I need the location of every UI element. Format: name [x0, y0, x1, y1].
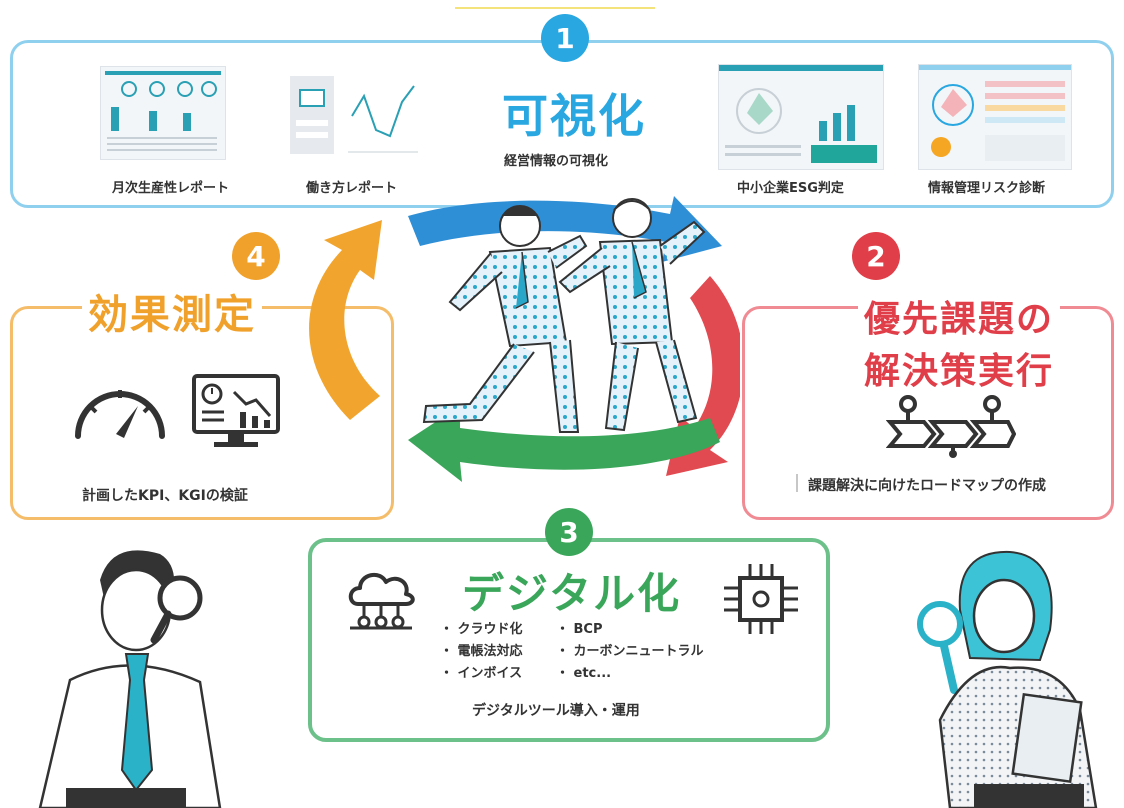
report-thumbnail-risk [918, 64, 1072, 170]
step-3-caption: デジタルツール導入・運用 [472, 703, 640, 719]
cloud-network-icon [348, 572, 415, 630]
report-label-workstyle: 働き方レポート [306, 181, 398, 196]
bullet-cloud: ・ クラウド化 [440, 622, 523, 637]
step-4-title: 効果測定 [82, 282, 262, 340]
report-thumbnail-workstyle [290, 76, 420, 156]
report-label-risk: 情報管理リスク診断 [928, 181, 1046, 196]
cycle-arrow-green [408, 406, 720, 482]
report-thumbnail-monthly [100, 66, 226, 160]
roadmap-flow-icon [886, 395, 1016, 458]
report-label-esg: 中小企業ESG判定 [737, 181, 844, 196]
step-1-title: 可視化 [502, 89, 646, 143]
panel-digitalization [308, 538, 830, 742]
step-3-title: デジタル化 [462, 569, 682, 618]
bullet-invoice: ・ インボイス [440, 666, 523, 681]
step-1-badge: 1 [541, 14, 589, 62]
step-1-subtitle: 経営情報の可視化 [504, 154, 609, 169]
top-accent-line [455, 7, 655, 9]
bullet-etc: ・ etc... [556, 666, 612, 681]
step-4-badge: 4 [232, 232, 280, 280]
step-2-badge: 2 [852, 232, 900, 280]
chip-processor-icon [724, 564, 798, 634]
step-2-title-line2: 解決策実行 [864, 351, 1055, 392]
bullet-e-ledger: ・ 電帳法対応 [440, 644, 523, 659]
step-2-title-line1: 優先課題の [858, 290, 1061, 342]
report-thumbnail-esg [718, 64, 884, 170]
monitor-chart-icon [192, 374, 280, 447]
man-with-magnifier-illustration [38, 550, 222, 808]
report-label-monthly: 月次生産性レポート [112, 181, 230, 196]
woman-with-magnifier-illustration [917, 550, 1098, 808]
bullet-carbon-neutral: ・ カーボンニュートラル [556, 644, 704, 659]
step-3-badge: 3 [545, 508, 593, 556]
step-4-caption: 計画したKPI、KGIの検証 [82, 488, 248, 504]
cycle-arrow-orange [309, 220, 382, 420]
caption-divider [796, 474, 798, 492]
running-businesspeople-illustration [422, 198, 706, 433]
speedometer-icon [75, 390, 165, 439]
step-2-caption: 課題解決に向けたロードマップの作成 [808, 478, 1046, 494]
bullet-bcp: ・ BCP [556, 622, 603, 637]
